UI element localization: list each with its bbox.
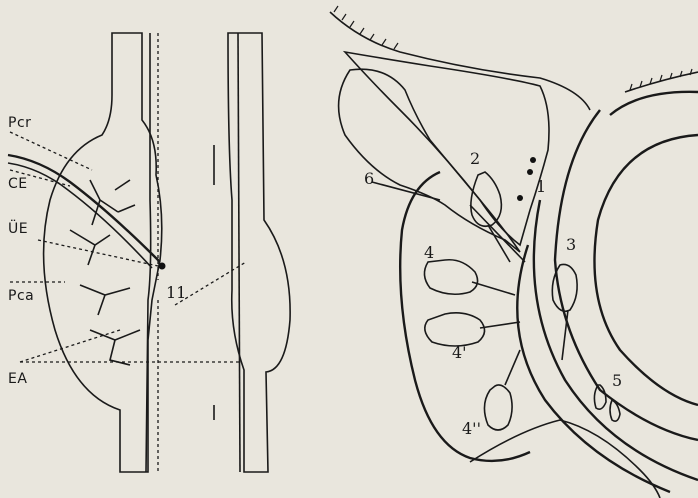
label-ue: ÜE: [8, 219, 28, 237]
top-surface-hatch: [334, 6, 398, 49]
gland-6: [339, 69, 525, 262]
duct-dot-3: [517, 195, 523, 201]
num-2: 2: [470, 149, 480, 168]
num-4: 4: [424, 243, 434, 262]
num-5: 5: [612, 371, 622, 390]
curve-band-2: [534, 200, 698, 480]
duct-dot-1: [530, 157, 536, 163]
gland-4pp: [484, 350, 520, 430]
left-dot: [159, 263, 166, 270]
left-fig-number: 11: [166, 283, 186, 302]
label-ea: EA: [8, 371, 27, 387]
num-4-prime: 4': [452, 343, 467, 362]
num-6: 6: [364, 169, 374, 188]
gland-4: [424, 260, 515, 295]
gland-2: [471, 172, 510, 262]
num-4-double-prime: 4'': [462, 419, 481, 438]
left-wall-swelling: [44, 33, 162, 472]
label-pca: Pca: [8, 288, 34, 304]
leader-6: [372, 182, 440, 200]
curve-band-1: [517, 245, 670, 492]
right-section: 1 2 3 4 4' 5 6 4'': [330, 6, 698, 498]
duct-dot-2: [527, 169, 533, 175]
label-ce: CE: [8, 176, 28, 192]
num-1: 1: [536, 177, 546, 196]
top-surface: [330, 12, 590, 110]
inner-circle: [594, 135, 698, 405]
gland-5: [594, 385, 620, 421]
right-wall: [228, 33, 290, 472]
left-branches: [70, 180, 140, 365]
label-pcr: Pcr: [8, 115, 31, 131]
curve-band-4: [610, 92, 698, 115]
crossing-tube-inner: [8, 163, 152, 268]
crossing-tube: [8, 155, 160, 262]
right-wall-inner: [238, 33, 240, 472]
gland-4p: [425, 313, 520, 346]
stippled-region: [345, 52, 549, 245]
num-3: 3: [566, 235, 576, 254]
lower-cut: [470, 420, 660, 498]
left-section: 11 Pcr CE ÜE Pca EA: [8, 33, 290, 472]
